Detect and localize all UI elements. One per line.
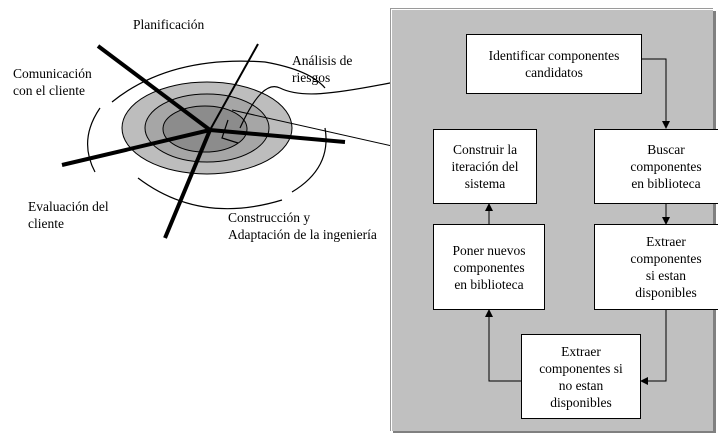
box-construir-iteracion: Construir la iteración del sistema bbox=[433, 129, 537, 204]
spiral-ring-inner bbox=[162, 105, 248, 153]
spiral-outer-arc-right bbox=[291, 127, 327, 193]
label-analisis-riesgos: Análisis de riesgos bbox=[292, 53, 353, 85]
box-extraer-no-disponibles: Extraer componentes si no estan disponib… bbox=[521, 334, 641, 419]
spiral-axis-evaluacion bbox=[61, 128, 211, 167]
spiral-axis-analisis bbox=[209, 43, 259, 131]
spiral-outer-arc-bottom bbox=[137, 177, 283, 210]
spiral-axis-construccion bbox=[163, 129, 212, 239]
label-construccion-adaptacion: Construcción y Adaptación de la ingenier… bbox=[228, 210, 377, 242]
box-poner-componentes: Poner nuevos componentes en biblioteca bbox=[433, 224, 545, 310]
spiral-axis-planificacion bbox=[96, 44, 212, 132]
label-planificacion: Planificación bbox=[133, 17, 205, 32]
label-comunicacion-cliente: Comunicación con el cliente bbox=[13, 66, 92, 98]
box-extraer-disponibles: Extraer componentes si estan disponibles bbox=[594, 224, 718, 310]
spiral-axis-ingenieria bbox=[209, 128, 346, 144]
spiral-inner-ticks bbox=[221, 119, 239, 144]
label-evaluacion-cliente: Evaluación del cliente bbox=[28, 199, 109, 231]
box-identificar-componentes: Identificar componentes candidatos bbox=[466, 34, 642, 94]
spiral-outer-arc-left bbox=[86, 107, 101, 173]
box-buscar-componentes: Buscar componentes en biblioteca bbox=[594, 129, 718, 204]
